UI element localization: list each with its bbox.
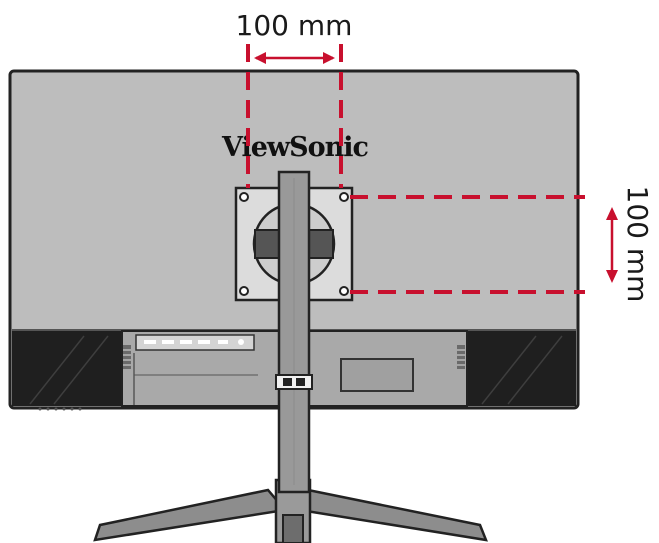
cable-clip-icon	[275, 374, 313, 390]
horizontal-dimension-arrow	[254, 52, 335, 64]
mounting-screw-icon	[239, 192, 349, 296]
lower-dark-strip-left	[12, 331, 122, 406]
brand-logo: ViewSonic	[221, 132, 369, 163]
vertical-dimension-arrow	[606, 207, 618, 283]
bottom-vent-dots	[38, 407, 82, 411]
vent-grille-left	[123, 345, 131, 369]
usb-port-icon	[340, 358, 414, 392]
lower-dark-strip-right	[466, 331, 576, 406]
stand-column	[277, 170, 311, 494]
vesa-guide-lines	[246, 44, 585, 294]
vertical-dimension-label: 100 mm	[621, 186, 654, 303]
control-button-icon	[135, 334, 255, 351]
horizontal-dimension-label: 100 mm	[236, 9, 353, 42]
vent-grille-right	[457, 345, 465, 369]
